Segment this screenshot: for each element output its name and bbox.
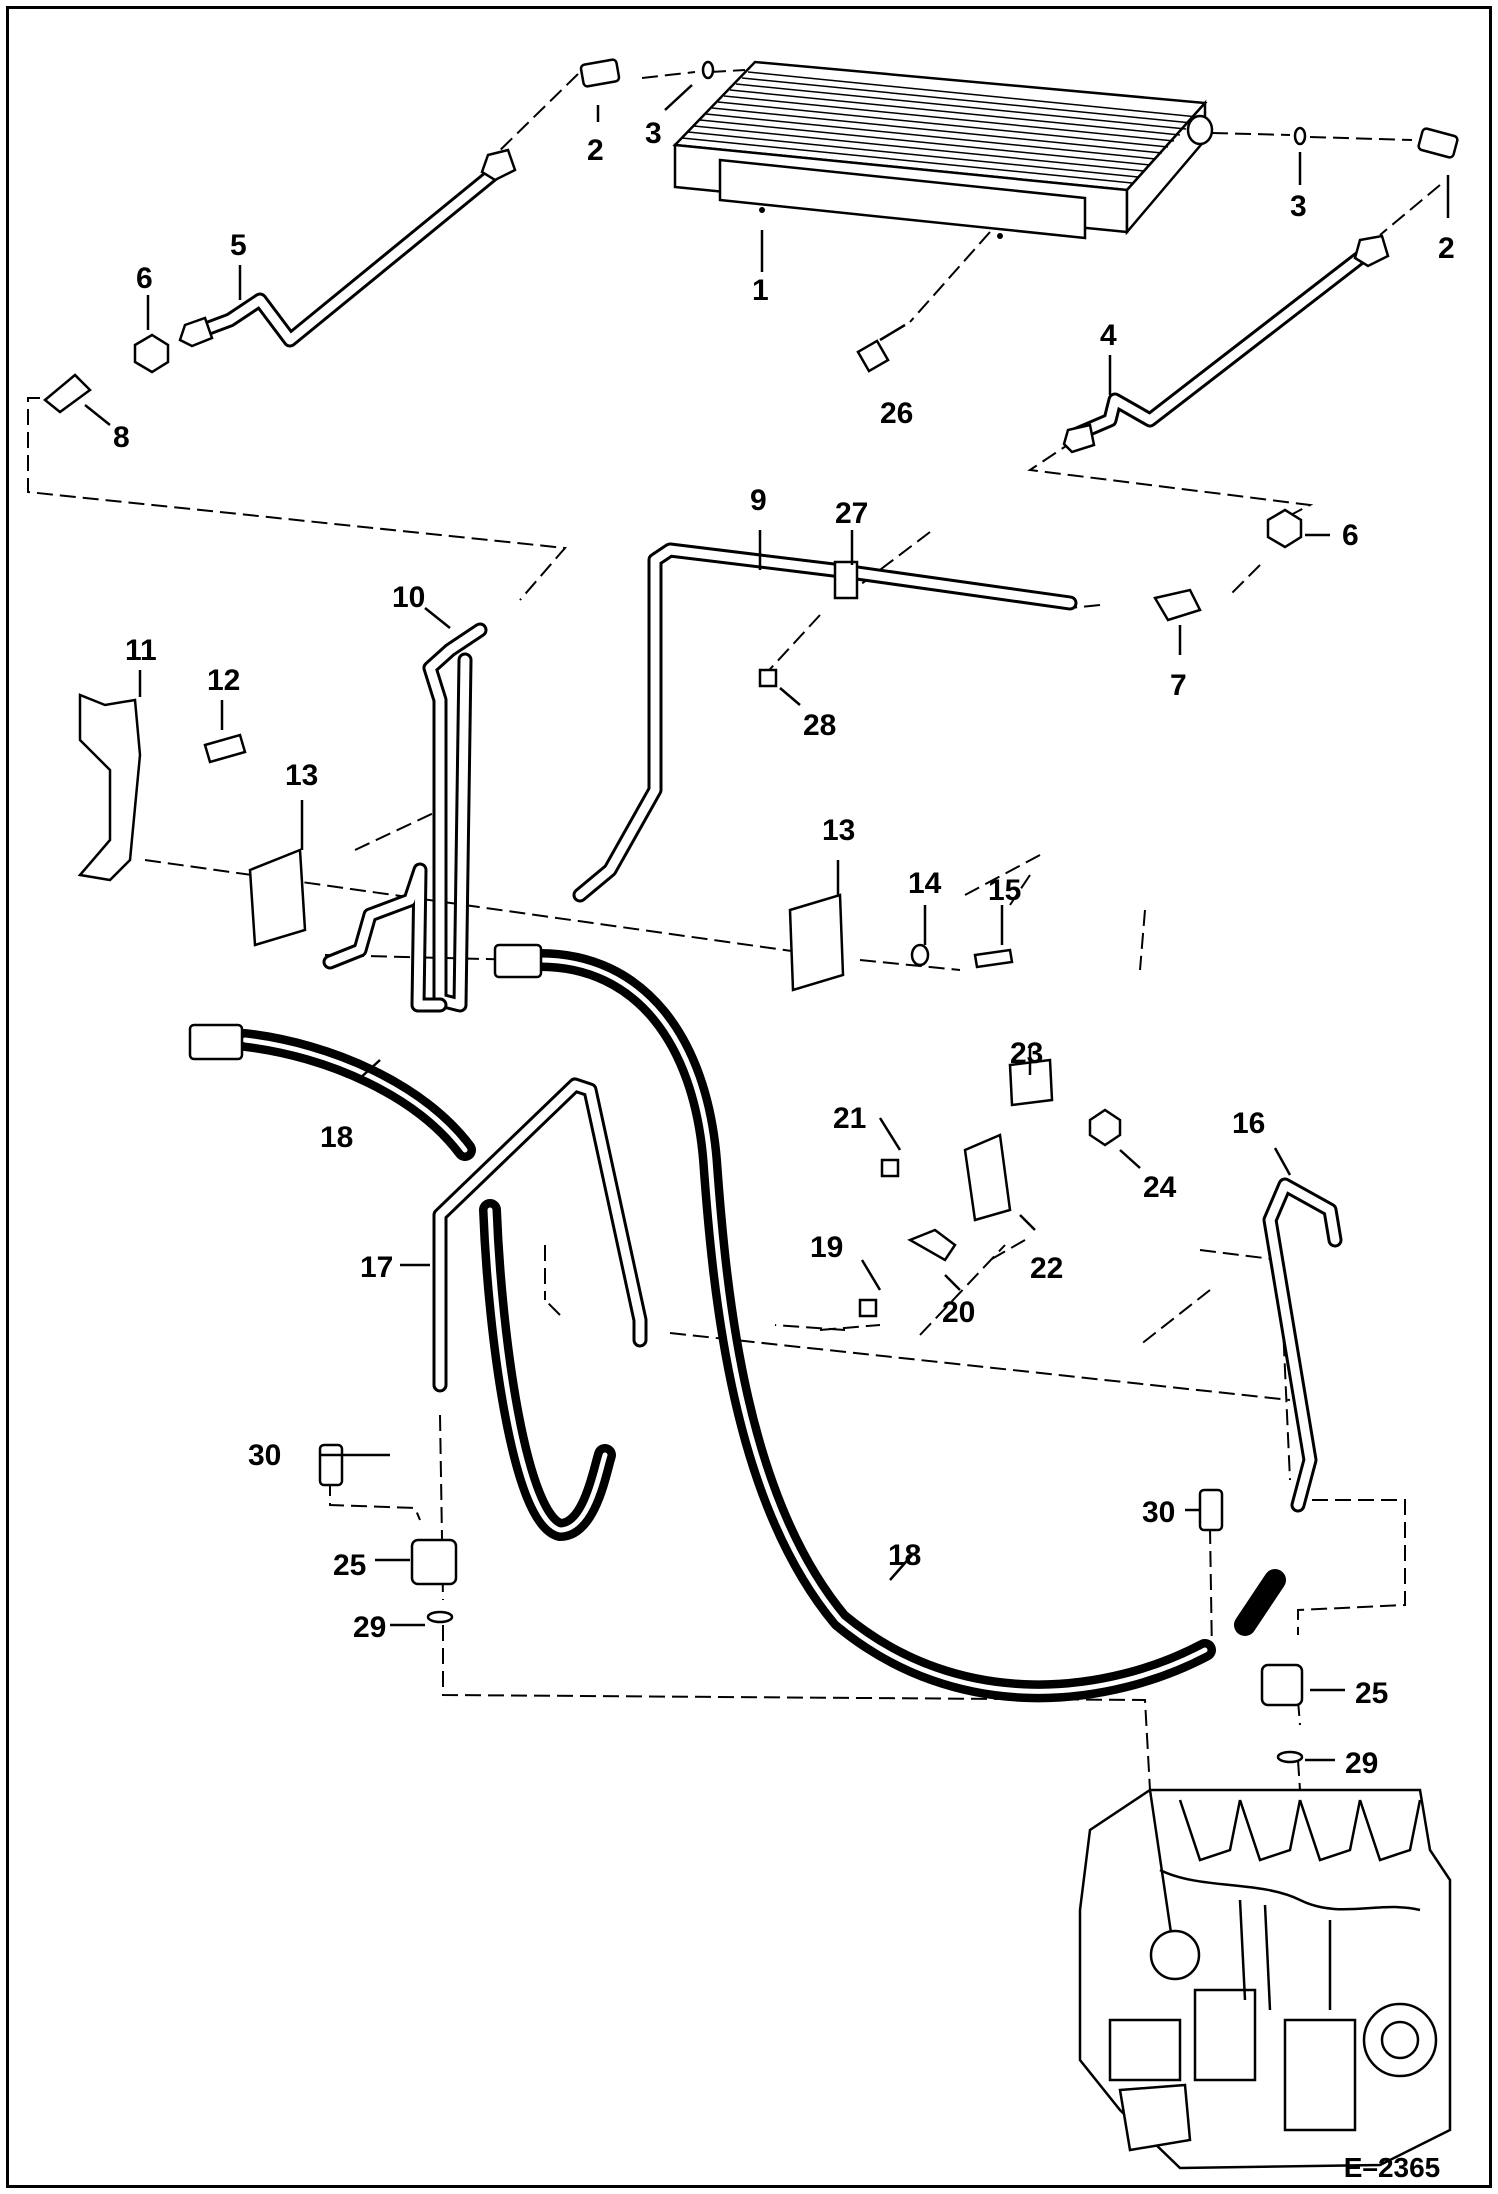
- callout-14: 14: [908, 867, 942, 900]
- callout-16: 16: [1232, 1107, 1265, 1140]
- callout-25: 25: [1355, 1677, 1388, 1710]
- callout-11: 11: [125, 634, 157, 667]
- callout-17: 17: [360, 1251, 393, 1284]
- callout-2: 2: [1438, 232, 1455, 265]
- engine-block: [1078, 1788, 1452, 2170]
- callout-5: 5: [230, 229, 247, 262]
- callout-20: 20: [942, 1296, 975, 1329]
- tube-lines: [190, 162, 1378, 1513]
- callout-13: 13: [822, 814, 855, 847]
- callout-29: 29: [1345, 1747, 1378, 1780]
- callout-30: 30: [1142, 1496, 1175, 1529]
- callout-8: 8: [113, 421, 130, 454]
- callout-15: 15: [988, 874, 1021, 907]
- hose-lines: [234, 949, 1286, 1703]
- callout-30: 30: [248, 1439, 281, 1472]
- callout-29: 29: [353, 1611, 386, 1644]
- callout-12: 12: [207, 664, 240, 697]
- callout-18: 18: [888, 1539, 921, 1572]
- callout-2: 2: [587, 134, 604, 167]
- callout-23: 23: [1010, 1037, 1043, 1070]
- callout-4: 4: [1100, 319, 1117, 352]
- callout-6: 6: [136, 262, 153, 295]
- callout-labels: 1 2 2 3 3 4 5 6 6 7 8 9 27 28 10 11 12 1…: [113, 117, 1455, 1780]
- callout-18: 18: [320, 1121, 353, 1154]
- callout-27: 27: [835, 497, 868, 530]
- callout-6: 6: [1342, 519, 1359, 552]
- callout-13: 13: [285, 759, 318, 792]
- callout-25: 25: [333, 1549, 366, 1582]
- callout-10: 10: [392, 581, 425, 614]
- callout-24: 24: [1143, 1171, 1177, 1204]
- assembly-guide-lines: [27, 69, 1441, 1791]
- callout-26: 26: [880, 397, 913, 430]
- callout-28: 28: [803, 709, 836, 742]
- small-parts: [43, 58, 1459, 1764]
- callout-1: 1: [752, 274, 769, 307]
- callout-3: 3: [1290, 190, 1307, 223]
- callout-3: 3: [645, 117, 662, 150]
- leader-lines: [84, 84, 1450, 1762]
- callout-21: 21: [833, 1102, 866, 1135]
- callout-19: 19: [810, 1231, 843, 1264]
- callout-22: 22: [1030, 1252, 1063, 1285]
- callout-9: 9: [750, 484, 767, 517]
- oil-cooler: [672, 60, 1214, 240]
- callout-7: 7: [1170, 669, 1187, 702]
- reference-code: E–2365: [1344, 2152, 1441, 2183]
